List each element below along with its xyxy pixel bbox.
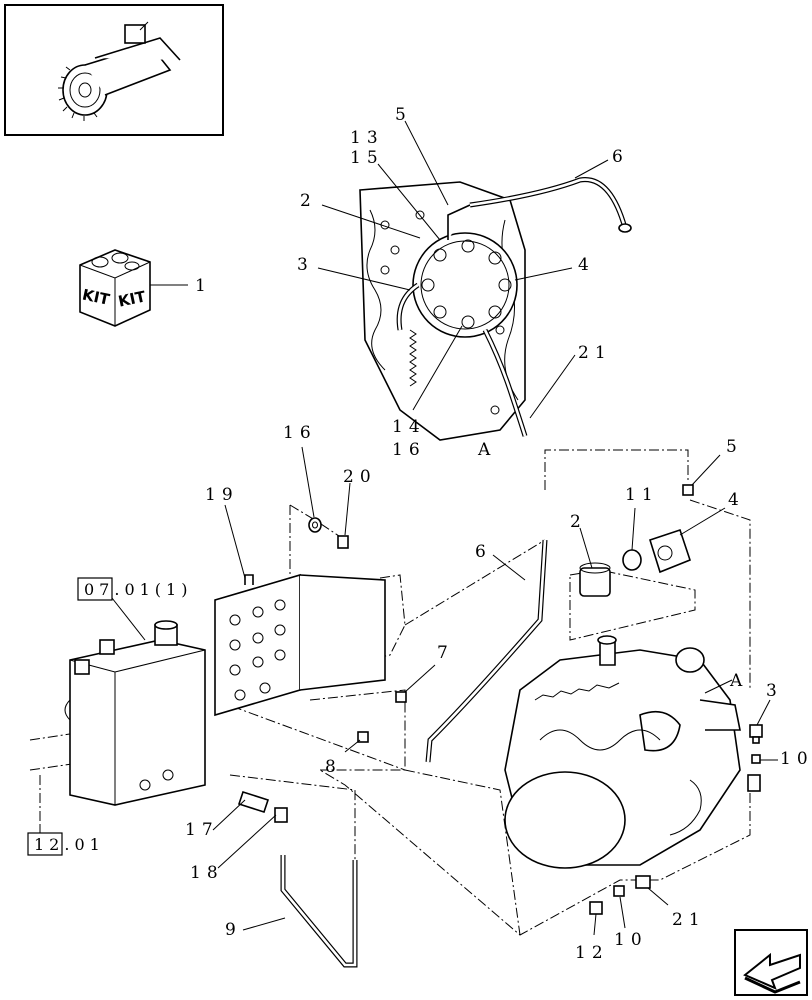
fitting-18 [274, 807, 288, 823]
callout-10: 10 [614, 930, 648, 950]
fitting-20 [337, 535, 349, 549]
fitting-7 [395, 691, 407, 703]
fitting-8 [357, 731, 369, 743]
sensor-17 [237, 790, 270, 814]
callout-13: 13 [350, 128, 384, 148]
top-view-leaders [317, 120, 609, 419]
compressor-inset-icon [58, 21, 181, 121]
fitting-10-bottom [613, 885, 625, 897]
kit-label-right: KIT [117, 287, 148, 310]
fitting-3 [749, 724, 763, 744]
callout-7: 7 [437, 643, 454, 663]
callout-3-top: 3 [297, 255, 314, 275]
fitting-10-right [747, 754, 761, 792]
callout-4: 4 [728, 490, 745, 510]
ref-12-label: 12.01 [34, 835, 105, 854]
valve-block [64, 620, 206, 806]
fitting-16 [308, 517, 322, 533]
kit-label-left: KIT [81, 286, 112, 309]
valve-bank [214, 573, 386, 717]
ref-07-label: 07.01(1) [84, 580, 192, 599]
callout-1: 1 [195, 276, 212, 296]
callout-A-top: A [477, 440, 496, 460]
callout-14: 14 [392, 417, 426, 437]
callout-2: 2 [570, 512, 587, 532]
next-page-arrow-icon[interactable] [734, 929, 808, 996]
inset-frame [4, 4, 224, 136]
callout-8: 8 [325, 757, 342, 777]
callout-15: 15 [350, 148, 384, 168]
fitting-12 [589, 901, 603, 915]
callout-21-top: 21 [578, 343, 612, 363]
fitting-21 [635, 875, 651, 889]
part-2-clutch [579, 562, 611, 597]
callout-4-top: 4 [578, 255, 595, 275]
callout-6: 6 [475, 542, 492, 562]
callout-2-top: 2 [300, 191, 317, 211]
callout-10-right: 10 [780, 749, 812, 769]
engine [504, 635, 741, 869]
ref-box-07 [77, 577, 113, 601]
callout-3: 3 [766, 681, 783, 701]
callout-11: 11 [625, 485, 659, 505]
callout-A: A [729, 671, 748, 691]
ref-box-12 [27, 832, 63, 856]
callout-17: 17 [185, 820, 219, 840]
callout-18: 18 [190, 863, 224, 883]
part-5-fitting [682, 484, 694, 496]
callout-5-top: 5 [395, 105, 412, 125]
top-engine-view [359, 177, 632, 441]
callout-16-top: 16 [392, 440, 426, 460]
hose-9 [280, 855, 358, 968]
callout-5: 5 [726, 437, 743, 457]
callout-12: 12 [575, 943, 609, 963]
part-11-oring [622, 549, 642, 571]
part-4-head [649, 528, 691, 574]
callout-6-top: 6 [612, 147, 629, 167]
kit-box-icon: KIT KIT [79, 249, 151, 327]
callout-9: 9 [225, 920, 242, 940]
callout-19: 19 [205, 485, 239, 505]
callout-20: 20 [343, 467, 377, 487]
callout-21: 21 [672, 910, 706, 930]
callout-16: 16 [283, 423, 317, 443]
